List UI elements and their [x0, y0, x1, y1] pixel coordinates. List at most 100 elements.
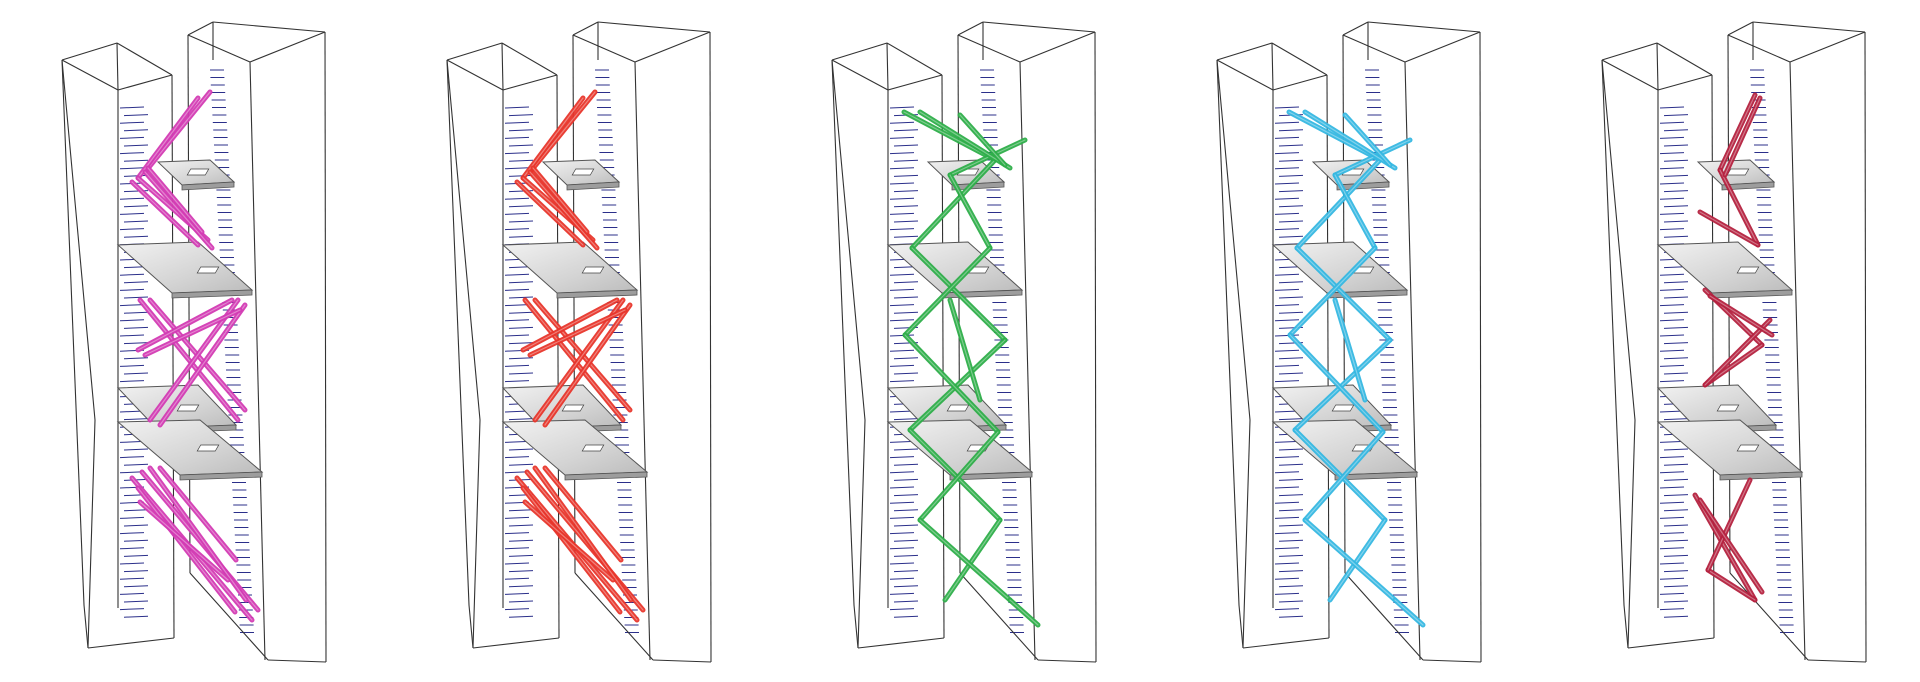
- brace-member: [902, 332, 1001, 435]
- louver-line: [1278, 205, 1304, 208]
- brace-highlight: [131, 181, 199, 246]
- louver-line: [508, 144, 534, 147]
- louver-line: [1659, 212, 1685, 215]
- tower-outline-edge: [1404, 61, 1421, 661]
- louver-line: [1274, 532, 1300, 535]
- louver-line: [889, 197, 915, 200]
- floor-opening: [196, 444, 220, 452]
- tower-outline-edge: [1657, 74, 1713, 91]
- louver-line: [1663, 129, 1689, 132]
- louver-line: [508, 463, 534, 466]
- brace-member: [542, 465, 624, 563]
- louver-line: [893, 585, 919, 588]
- louver-line: [1278, 220, 1304, 223]
- louver-line: [1278, 281, 1304, 284]
- brace-member: [947, 137, 1028, 178]
- tower-outline-edge: [171, 74, 175, 639]
- brace-highlight: [1294, 339, 1391, 431]
- brace-highlight: [1334, 299, 1366, 401]
- louver-line: [508, 418, 534, 421]
- louver-line: [119, 547, 145, 550]
- tower-outline-edge: [1601, 42, 1658, 61]
- tower-outline-edge: [87, 637, 175, 649]
- louver-line: [1659, 288, 1685, 291]
- floor-opening: [571, 168, 595, 176]
- louver-line: [1659, 577, 1685, 580]
- tower-outline-edge: [1037, 659, 1097, 663]
- tower-outline-edge: [1271, 42, 1328, 76]
- louver-line: [504, 273, 530, 276]
- brace-highlight: [1699, 499, 1763, 593]
- louver-line: [889, 547, 915, 550]
- brace-member: [522, 297, 626, 423]
- louver-line: [119, 167, 145, 170]
- louver-line: [1274, 456, 1300, 459]
- tower-outline-edge: [1789, 61, 1806, 661]
- tower-outline-edge: [831, 59, 889, 91]
- louver-line: [123, 114, 149, 117]
- louver-line: [1278, 554, 1304, 557]
- brace-member: [1342, 112, 1393, 168]
- brace-highlight: [149, 467, 247, 601]
- louver-line: [1659, 334, 1685, 337]
- tower-outline-edge: [1623, 604, 1629, 649]
- louver-line: [1278, 144, 1304, 147]
- tower-outline-edge: [1422, 659, 1482, 663]
- brace-highlight: [959, 114, 1006, 166]
- louver-line: [1274, 349, 1300, 352]
- tower-outline-edge: [1216, 42, 1273, 61]
- brace-member: [1392, 597, 1426, 628]
- tower-outline-edge: [117, 74, 173, 91]
- louver-line: [504, 167, 530, 170]
- tower-outline-edge: [472, 419, 481, 649]
- louver-line: [1663, 220, 1689, 223]
- brace-highlight: [1294, 429, 1386, 521]
- louver-line: [1659, 228, 1685, 231]
- brace-member: [527, 89, 598, 175]
- tower-outline-edge: [187, 34, 251, 63]
- brace-member: [1717, 92, 1758, 173]
- louver-line: [119, 212, 145, 215]
- tower-outline-edge: [446, 59, 470, 606]
- louver-line: [119, 121, 145, 124]
- brace-member: [917, 429, 1001, 523]
- louver-line: [504, 121, 530, 124]
- brace-member: [527, 307, 628, 358]
- louver-line: [1278, 478, 1304, 481]
- louver-line: [1663, 159, 1689, 162]
- louver-line: [1659, 319, 1685, 322]
- louver-line: [1659, 182, 1685, 185]
- brace-member: [520, 297, 620, 353]
- floor-opening: [176, 404, 200, 412]
- floor-opening: [581, 444, 605, 452]
- brace-highlight: [911, 247, 1006, 341]
- tower-outline-edge: [446, 42, 503, 61]
- tower-outline-edge: [187, 34, 191, 574]
- brace-highlight: [1289, 247, 1376, 336]
- louver-line: [504, 288, 530, 291]
- brace-highlight: [522, 299, 618, 351]
- louver-line: [889, 440, 915, 443]
- floor-opening: [1716, 404, 1740, 412]
- louver-line: [508, 326, 534, 329]
- brace-highlight: [534, 467, 632, 601]
- louver-line: [889, 273, 915, 276]
- tower-outline-edge: [634, 31, 711, 63]
- tower-outline-edge: [887, 74, 943, 91]
- tower-outline-edge: [116, 42, 173, 76]
- floor-plate-edge: [171, 289, 253, 299]
- louver-line: [893, 554, 919, 557]
- louver-line: [893, 190, 919, 193]
- brace-member: [1332, 172, 1378, 251]
- louver-line: [1663, 311, 1689, 314]
- floor-opening: [186, 168, 210, 176]
- brace-highlight: [911, 159, 996, 249]
- brace-member: [907, 337, 1008, 433]
- tower-outline-edge: [501, 42, 504, 91]
- louver-line: [504, 456, 530, 459]
- brace-member: [1717, 167, 1761, 248]
- louver-line: [508, 600, 534, 603]
- tower-outline-edge: [857, 419, 866, 649]
- louver-line: [119, 197, 145, 200]
